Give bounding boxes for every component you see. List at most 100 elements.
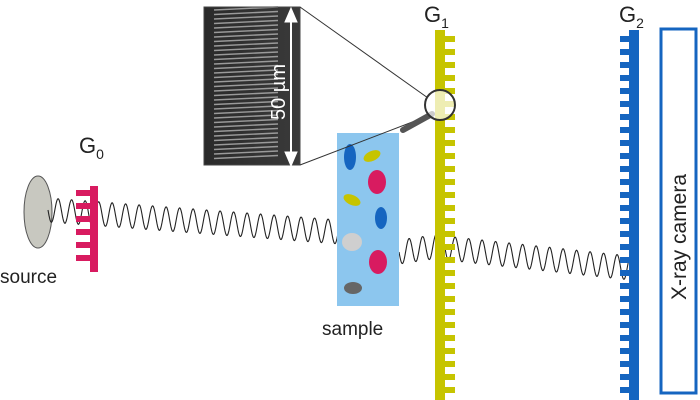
grating-tooth <box>620 127 630 133</box>
sem-fin <box>213 24 279 29</box>
grating-tooth <box>620 257 630 263</box>
sample-particle-yellow <box>363 150 381 162</box>
sem-fin <box>213 51 279 56</box>
grating-tooth <box>620 75 630 81</box>
zoom-line-bottom <box>299 115 429 166</box>
xray-camera-label: X-ray camera <box>668 174 691 300</box>
g1-label: G1 <box>424 2 449 31</box>
sample-label: sample <box>322 319 383 340</box>
grating-tooth <box>620 231 630 237</box>
grating-tooth <box>445 296 455 302</box>
g1-grating <box>435 30 455 400</box>
grating-tooth <box>445 309 455 315</box>
sem-fin <box>213 91 279 97</box>
g2-label: G2 <box>619 2 644 31</box>
grating-tooth <box>76 216 91 222</box>
sample-particle-magenta <box>369 250 387 274</box>
grating-tooth <box>620 192 630 198</box>
grating-tooth <box>76 203 91 209</box>
sem-fin <box>213 87 279 92</box>
sem-fin <box>213 132 279 137</box>
sem-fin <box>213 141 279 146</box>
sem-fin <box>213 64 279 70</box>
sem-fin <box>213 69 279 74</box>
grating-tooth <box>620 335 630 341</box>
sem-fin <box>213 10 279 16</box>
sem-fin <box>213 33 279 38</box>
grating-tooth <box>445 140 455 146</box>
g0-grating <box>76 186 98 272</box>
sem-fin <box>213 46 279 52</box>
grating-tooth <box>620 244 630 250</box>
grating-tooth <box>620 62 630 68</box>
grating-tooth <box>620 49 630 55</box>
sem-fin <box>213 118 279 124</box>
grating-tooth <box>620 309 630 315</box>
sem-fin <box>213 82 279 88</box>
grating-tooth <box>445 62 455 68</box>
grating-tooth <box>445 374 455 380</box>
sample-particle-gray <box>342 233 362 251</box>
grating-tooth <box>620 166 630 172</box>
magnifier-icon <box>400 89 456 133</box>
grating-tooth <box>620 348 630 354</box>
grating-tooth <box>445 270 455 276</box>
grating-tooth <box>620 270 630 276</box>
sem-fin <box>213 42 279 47</box>
grating-tooth <box>620 322 630 328</box>
grating-tooth <box>445 322 455 328</box>
grating-tooth <box>620 101 630 107</box>
wave-line-3 <box>444 236 631 280</box>
grating-tooth <box>620 283 630 289</box>
grating-tooth <box>620 153 630 159</box>
grating-tooth <box>445 192 455 198</box>
sample-particle-yellow <box>343 194 361 206</box>
sem-fin <box>213 136 279 142</box>
sem-fin <box>213 150 279 155</box>
sem-fin <box>213 96 279 101</box>
source-label: source <box>0 267 57 288</box>
grating-tooth <box>445 205 455 211</box>
sem-fin <box>213 19 279 25</box>
sem-fin <box>213 145 279 151</box>
sample-particle-blue <box>375 207 387 229</box>
grating-tooth <box>445 179 455 185</box>
grating-tooth <box>620 205 630 211</box>
grating-tooth <box>76 229 91 235</box>
wave-line-2 <box>398 233 441 265</box>
grating-tooth <box>620 374 630 380</box>
grating-tooth <box>620 361 630 367</box>
sem-fin <box>213 154 279 160</box>
grating-tooth <box>445 335 455 341</box>
sample-particle-darkgray <box>344 282 362 294</box>
zoom-line-top <box>299 6 429 99</box>
grating-tooth <box>445 88 455 94</box>
grating-tooth <box>620 88 630 94</box>
grating-tooth <box>620 140 630 146</box>
double-arrow-icon <box>284 6 298 168</box>
grating-tooth <box>445 75 455 81</box>
grating-tooth <box>445 361 455 367</box>
sem-fin <box>213 114 279 119</box>
grating-tooth <box>445 257 455 263</box>
g2-grating <box>620 30 639 400</box>
sem-fin <box>213 78 279 83</box>
grating-tooth <box>445 166 455 172</box>
sem-fin <box>213 37 279 43</box>
grating-tooth <box>445 244 455 250</box>
source-ellipse <box>23 175 53 249</box>
sample <box>337 133 399 306</box>
grating-tooth <box>76 190 91 196</box>
sem-fin <box>213 73 279 79</box>
grating-tooth <box>620 296 630 302</box>
sem-fin <box>213 109 279 115</box>
grating-tooth <box>620 387 630 393</box>
scale-label: 50 µm <box>268 64 290 120</box>
grating-tooth <box>445 387 455 393</box>
sem-fin <box>213 28 279 34</box>
sem-fin <box>213 123 279 128</box>
sample-particle-blue <box>344 144 356 170</box>
g0-label: G0 <box>79 133 104 162</box>
